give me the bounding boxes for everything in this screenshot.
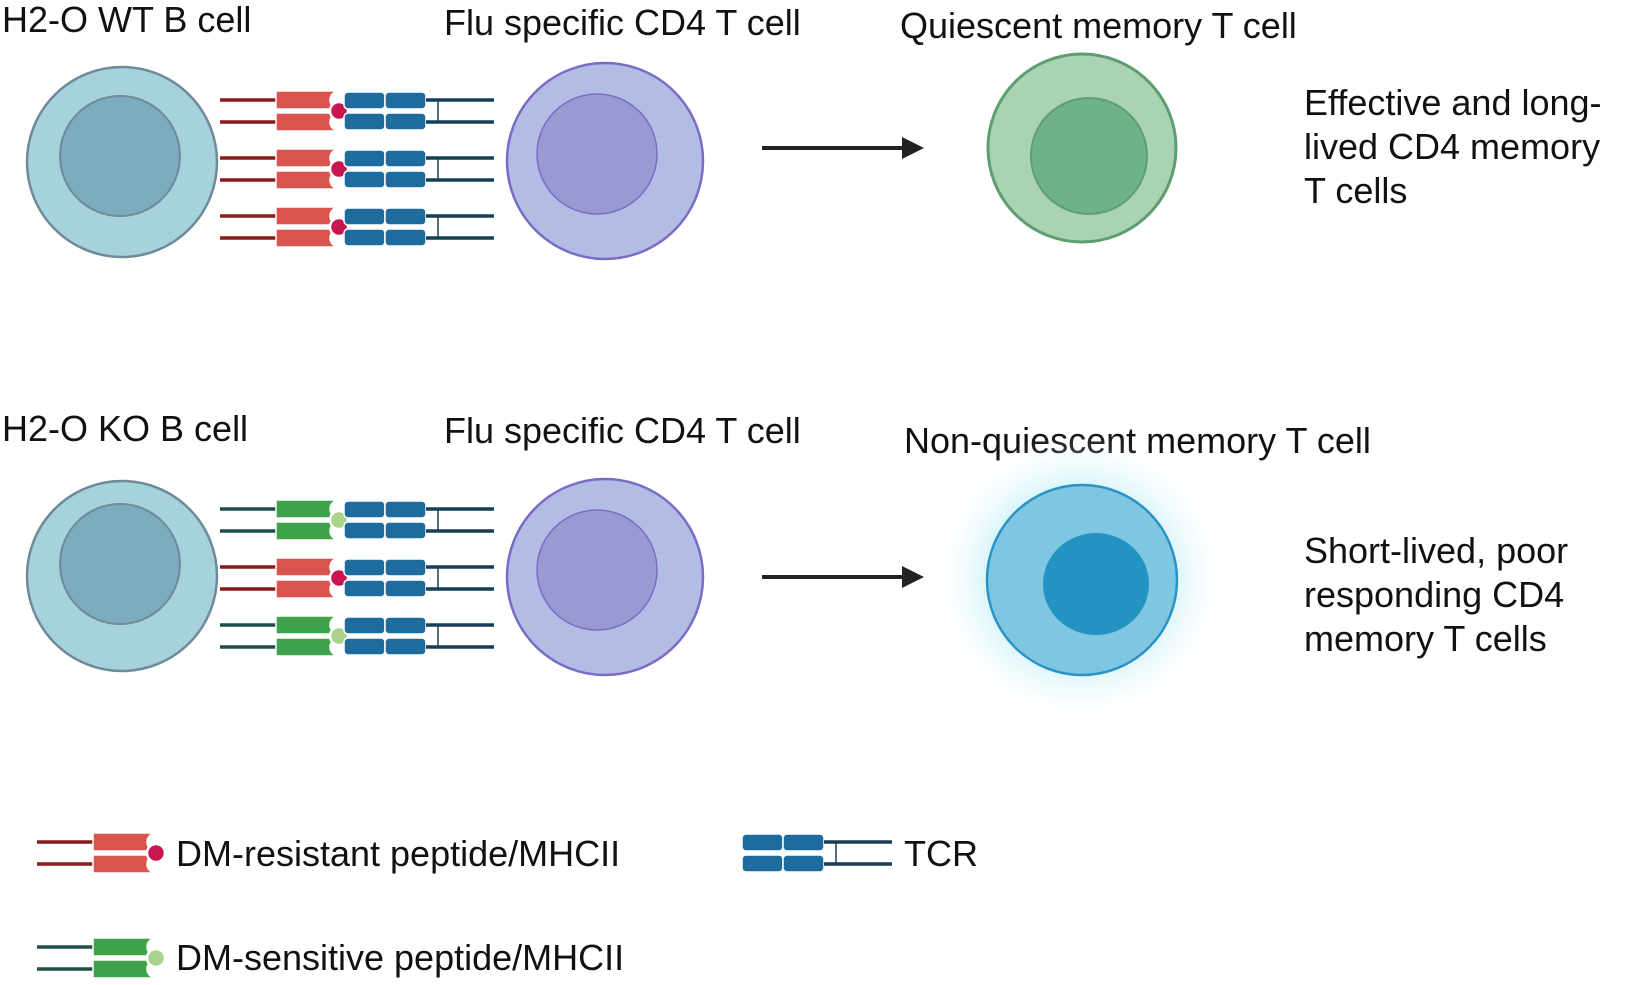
quiescent-memory-label: Quiescent memory T cell xyxy=(900,5,1297,46)
row2-complexes xyxy=(220,499,494,657)
row1-t-cell xyxy=(505,61,705,261)
tcr-molecule xyxy=(343,558,494,598)
outcome-wt: Effective and long- lived CD4 memory T c… xyxy=(1304,82,1612,211)
row2-t-cell-label: Flu specific CD4 T cell xyxy=(444,410,801,451)
dm-resistant-mhcii-complex xyxy=(220,148,350,190)
outcome-ko-line: memory T cells xyxy=(1304,618,1547,659)
wt-b-cell-label: H2-O WT B cell xyxy=(2,0,251,40)
outcome-wt-line: lived CD4 memory xyxy=(1304,126,1600,167)
ko-b-cell-label: H2-O KO B cell xyxy=(2,408,248,449)
dm-resistant-mhcii-complex xyxy=(220,90,350,132)
outcome-wt-line: T cells xyxy=(1304,170,1407,211)
tcr-molecule xyxy=(343,500,494,540)
tcr-molecule xyxy=(343,207,494,247)
dm-sensitive-mhcii-icon xyxy=(37,937,167,979)
wt-b-cell xyxy=(25,65,219,259)
nonquiescent-memory-cell xyxy=(930,430,1230,726)
outcome-ko-line: Short-lived, poor xyxy=(1304,530,1568,571)
dm-sensitive-mhcii-complex xyxy=(37,937,167,979)
tcr-molecule xyxy=(343,91,494,131)
tcr-molecule xyxy=(343,149,494,189)
tcr-molecule xyxy=(343,616,494,656)
row-wt: H2-O WT B cell Flu specific CD4 T cell Q… xyxy=(2,0,1612,261)
dm-resistant-mhcii-complex xyxy=(220,206,350,248)
dm-sensitive-mhcii-complex xyxy=(220,499,350,541)
ko-b-cell xyxy=(25,479,219,673)
outcome-ko-line: responding CD4 xyxy=(1304,574,1564,615)
legend: DM-resistant peptide/MHCII TCR DM-sensit… xyxy=(37,832,978,979)
row2-arrow xyxy=(762,566,924,588)
tcr-molecule xyxy=(741,833,892,873)
outcome-ko: Short-lived, poor responding CD4 memory … xyxy=(1304,530,1578,659)
legend-sensitive-label: DM-sensitive peptide/MHCII xyxy=(176,937,624,978)
dm-resistant-mhcii-complex xyxy=(37,832,167,874)
dm-sensitive-mhcii-complex xyxy=(220,615,350,657)
outcome-wt-line: Effective and long- xyxy=(1304,82,1602,123)
tcr-icon xyxy=(741,833,892,873)
dm-resistant-mhcii-icon xyxy=(37,832,167,874)
row1-arrow xyxy=(762,137,924,159)
quiescent-memory-cell xyxy=(986,52,1178,244)
legend-tcr-label: TCR xyxy=(904,833,978,874)
row1-complexes xyxy=(220,90,494,248)
row1-t-cell-label: Flu specific CD4 T cell xyxy=(444,2,801,43)
dm-resistant-mhcii-complex xyxy=(220,557,350,599)
row-ko: H2-O KO B cell Flu specific CD4 T cell N… xyxy=(2,408,1578,726)
legend-resistant-label: DM-resistant peptide/MHCII xyxy=(176,833,620,874)
row2-t-cell xyxy=(505,477,705,677)
